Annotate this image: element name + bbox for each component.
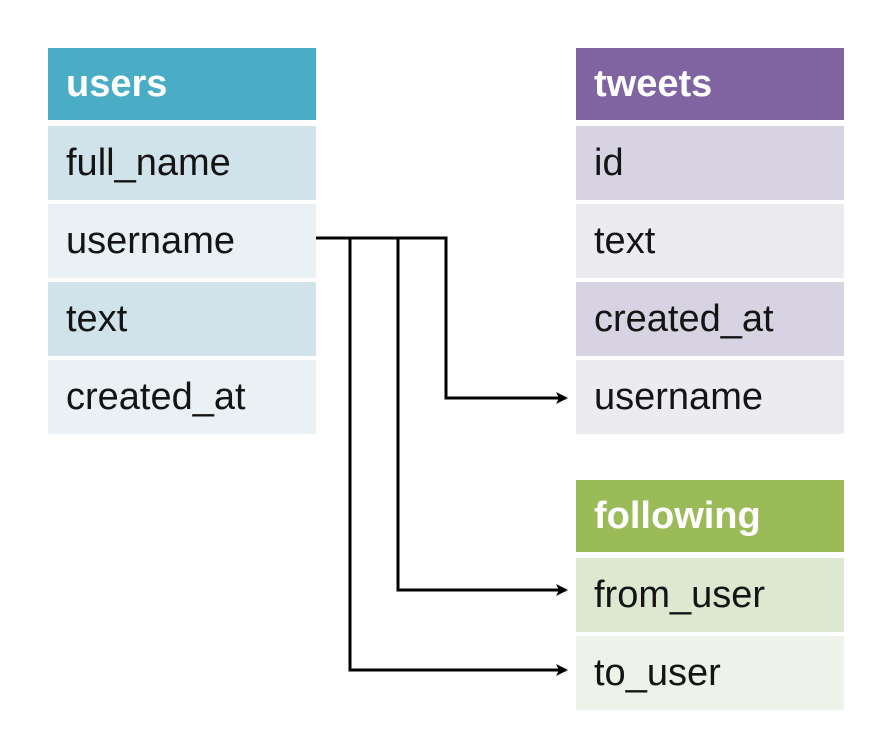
users-field-full-name: full_name — [48, 126, 316, 200]
tweets-table: tweets id text created_at username — [576, 48, 844, 438]
tweets-field-created-at: created_at — [576, 282, 844, 356]
following-field-to-user: to_user — [576, 636, 844, 710]
users-table: users full_name username text created_at — [48, 48, 316, 438]
tweets-field-username: username — [576, 360, 844, 434]
following-table-header: following — [576, 480, 844, 552]
users-field-created-at: created_at — [48, 360, 316, 434]
tweets-field-id: id — [576, 126, 844, 200]
users-field-text: text — [48, 282, 316, 356]
tweets-table-header: tweets — [576, 48, 844, 120]
following-table: following from_user to_user — [576, 480, 844, 714]
users-field-username: username — [48, 204, 316, 278]
connector-username-to-following-from-user — [396, 238, 568, 596]
connector-username-to-tweets-username — [316, 236, 568, 404]
tweets-field-text: text — [576, 204, 844, 278]
connector-username-to-following-to-user — [348, 238, 568, 676]
following-field-from-user: from_user — [576, 558, 844, 632]
users-table-header: users — [48, 48, 316, 120]
